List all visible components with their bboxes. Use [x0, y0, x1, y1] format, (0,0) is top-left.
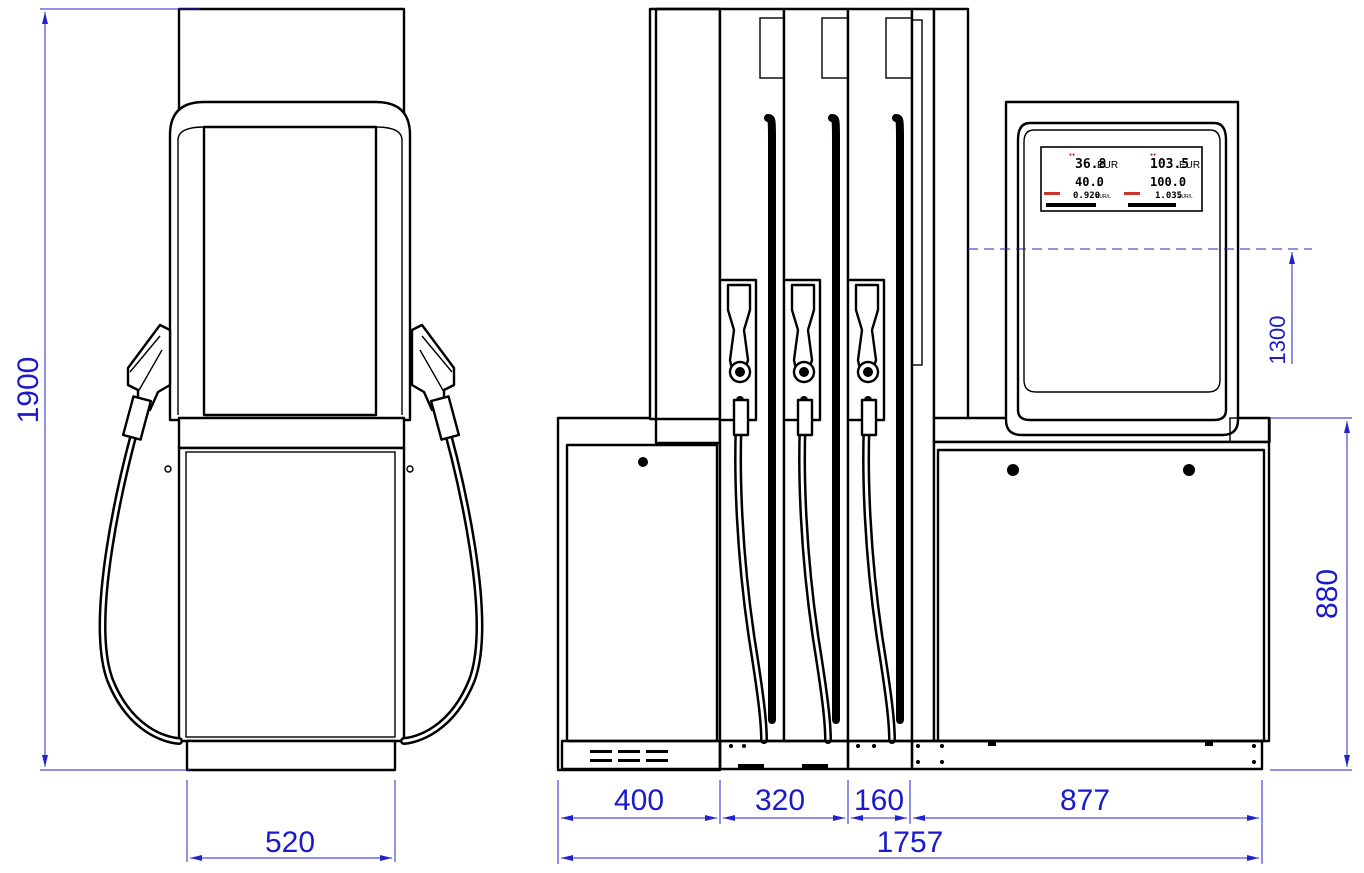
lcd-left-price-unit: EUR/L	[1096, 194, 1111, 200]
svg-text:●●: ●●	[1069, 152, 1075, 158]
lcd-display: ●● ●● 36.8 EUR 103.5 EUR 40.0 L 100.0 L …	[1040, 146, 1203, 212]
vent-slots	[590, 750, 668, 762]
dim-segment-3: 160	[854, 784, 904, 817]
side-view	[98, 7, 484, 772]
dim-segment-2: 320	[755, 784, 805, 817]
lcd-left-price: 0.920	[1073, 191, 1100, 201]
dim-segment-1: 400	[614, 784, 664, 817]
lcd-left-volume: 40.0	[1075, 175, 1104, 189]
dim-overall-width: 1757	[877, 826, 944, 859]
dim-segment-4: 877	[1060, 784, 1110, 817]
nozzle-column-2	[782, 7, 850, 744]
nozzle-column-1	[718, 7, 786, 744]
lcd-right-volume: 100.0	[1150, 175, 1186, 189]
dim-display-height: 1300	[1265, 316, 1290, 365]
lcd-left-amount: 36.8	[1075, 157, 1106, 172]
dim-overall-height: 1900	[12, 357, 45, 424]
lcd-left-volume-unit: L	[1097, 181, 1101, 188]
dim-depth: 520	[265, 826, 315, 859]
lcd-right-volume-unit: L	[1180, 181, 1184, 188]
lcd-right-amount-unit: EUR	[1179, 160, 1200, 171]
lcd-right-amount: 103.5	[1150, 157, 1189, 172]
lcd-right-price-unit: EUR/L	[1178, 194, 1193, 200]
svg-text:●●: ●●	[1150, 152, 1156, 158]
front-view: ●● ●● 36.8 EUR 103.5 EUR 40.0 L 100.0 L …	[556, 7, 1271, 772]
dimensions: 1900 520 400 320 160 877 1757 1300 880	[12, 8, 1352, 864]
lcd-right-price: 1.035	[1155, 191, 1182, 201]
lcd-left-amount-unit: EUR	[1097, 160, 1118, 171]
dim-base-height: 880	[1311, 569, 1344, 619]
nozzle-column-3	[846, 7, 914, 744]
